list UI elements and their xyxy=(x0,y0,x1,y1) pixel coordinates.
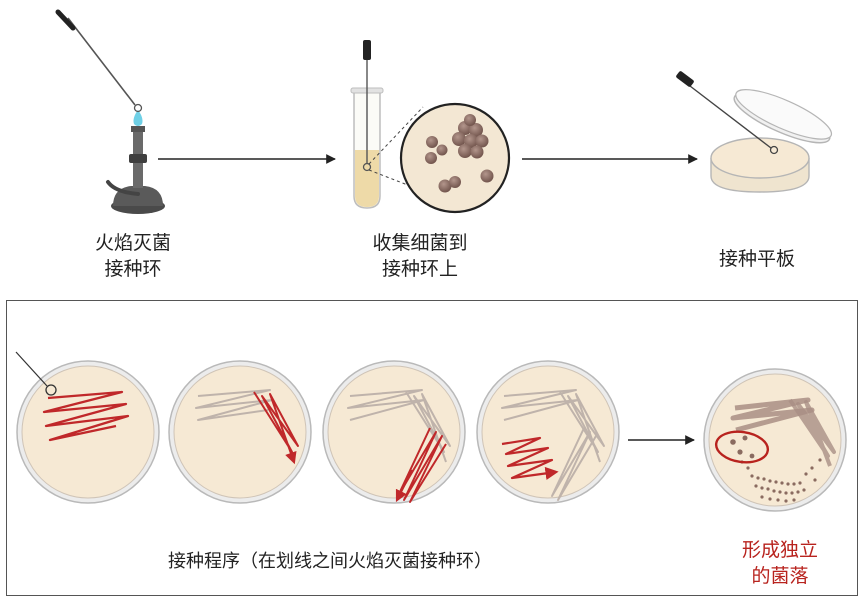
plate-2 xyxy=(168,360,312,504)
plate-3 xyxy=(322,360,466,504)
magnified-bacteria-icon xyxy=(399,102,511,214)
plate-4 xyxy=(476,360,620,504)
step1-label: 火焰灭菌 接种环 xyxy=(78,230,188,282)
isolated-colonies-highlight xyxy=(714,430,770,464)
step1-line1: 火焰灭菌 xyxy=(94,232,171,254)
step2-label: 收集细菌到 接种环上 xyxy=(355,230,485,282)
plate-1 xyxy=(15,351,160,504)
result-label: 形成独立 的菌落 xyxy=(725,537,835,589)
step2-line2: 接种环上 xyxy=(381,258,458,280)
bunsen-burner-icon xyxy=(106,110,165,214)
test-tube-icon xyxy=(350,40,384,209)
streak-procedure-panel xyxy=(6,300,858,596)
step1-line2: 接种环 xyxy=(104,258,162,280)
step3-line1: 接种平板 xyxy=(718,248,795,270)
step2-line1: 收集细菌到 xyxy=(372,232,468,254)
result-line2: 的菌落 xyxy=(751,565,809,587)
petri-dish-icon xyxy=(676,71,833,193)
inoculation-loop-icon xyxy=(55,9,143,113)
procedure-caption: 接种程序（在划线之间火焰灭菌接种环） xyxy=(168,551,492,572)
step3-label: 接种平板 xyxy=(702,246,812,272)
plate-5-colonies xyxy=(703,368,847,512)
result-line1: 形成独立 xyxy=(741,539,818,561)
